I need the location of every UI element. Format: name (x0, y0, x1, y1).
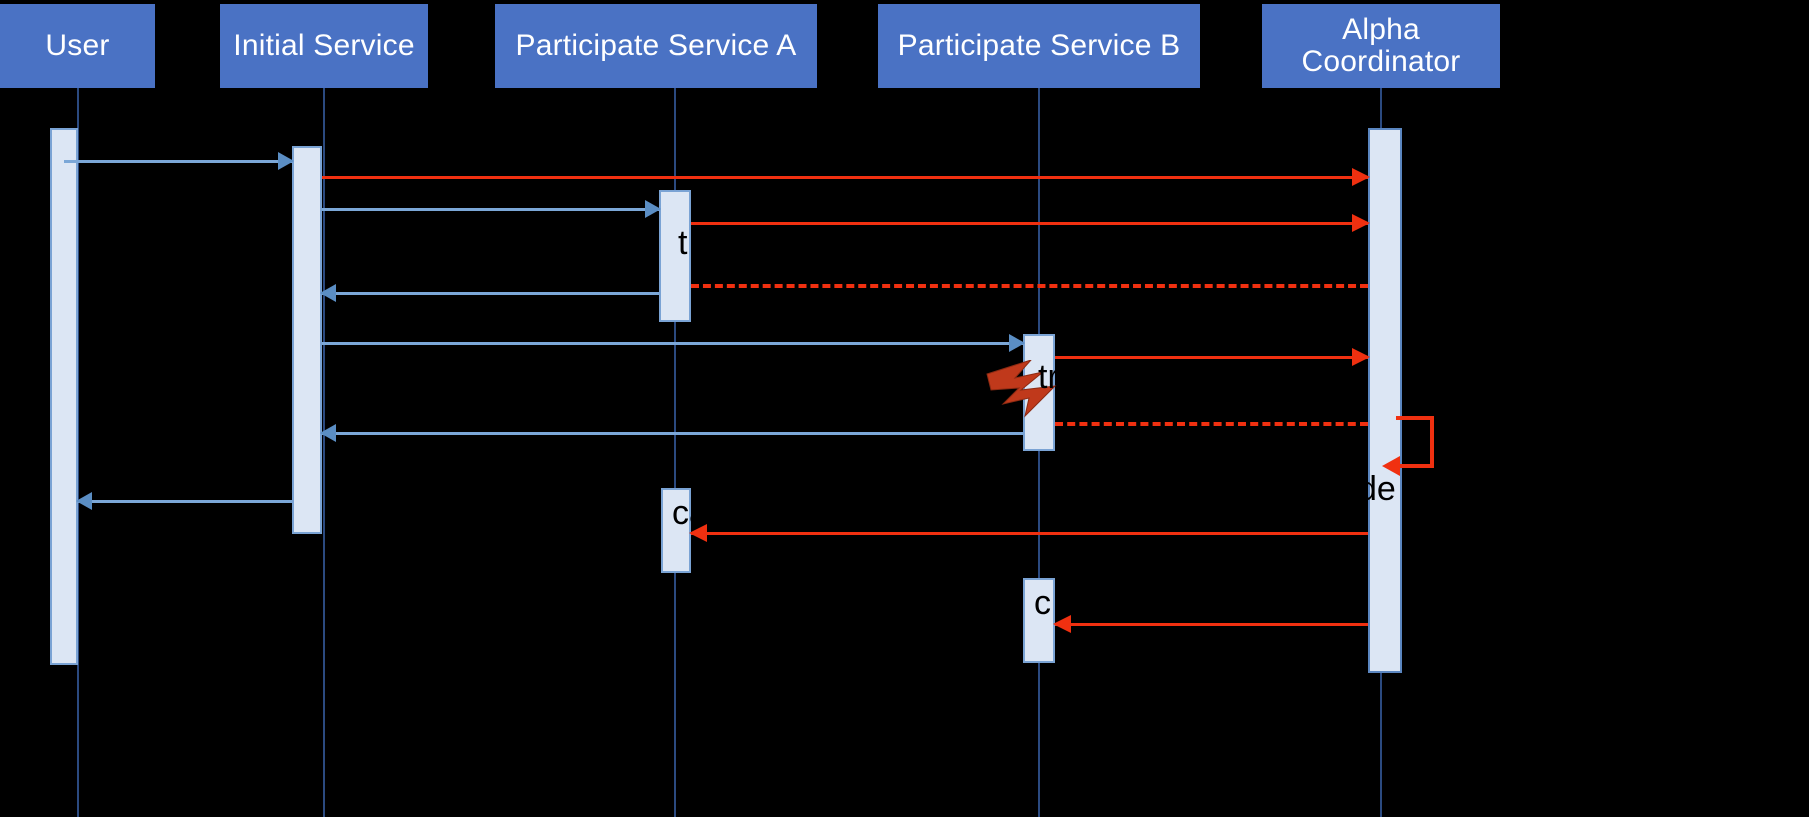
arrowhead-left-icon (76, 492, 92, 510)
message-shaft (691, 532, 1368, 535)
message-shaft (322, 292, 659, 295)
participant-header-initial[interactable]: Initial Service (220, 4, 428, 88)
participant-header-alpha[interactable]: Alpha Coordinator (1262, 4, 1500, 88)
activation-bar-act-user (50, 128, 78, 665)
message-shaft (64, 160, 292, 163)
self-message-s1[interactable] (1382, 416, 1434, 476)
arrowhead-right-icon (1009, 334, 1025, 352)
self-right-segment (1430, 416, 1434, 468)
self-top-segment (1396, 416, 1434, 420)
participant-label: Participate Service A (515, 29, 797, 63)
participant-header-svcA[interactable]: Participate Service A (495, 4, 817, 88)
activation-bar-act-alpha (1368, 128, 1402, 673)
message-shaft (1055, 623, 1368, 626)
arrowhead-left-icon (320, 284, 336, 302)
lifeline-svcA (674, 88, 676, 817)
arrowhead-left-icon (320, 424, 336, 442)
arrowhead-left-icon (1382, 456, 1400, 476)
participant-header-user[interactable]: User (0, 4, 155, 88)
arrowhead-right-icon (1352, 168, 1370, 186)
activation-bar-act-svcA-1 (659, 190, 691, 322)
arrowhead-right-icon (1352, 214, 1370, 232)
message-label-l3: de (1358, 470, 1396, 508)
message-shaft (1055, 356, 1368, 359)
message-shaft (322, 432, 1023, 435)
participant-label: Participate Service B (897, 29, 1181, 63)
message-shaft (78, 500, 292, 503)
arrowhead-right-icon (1352, 348, 1370, 366)
participant-label: Initial Service (233, 29, 415, 63)
message-shaft (691, 222, 1368, 225)
lifeline-svcB (1038, 88, 1040, 817)
self-bottom-segment (1396, 464, 1434, 468)
arrowhead-left-icon (689, 524, 707, 542)
participant-label: Alpha Coordinator (1301, 13, 1461, 78)
lifeline-initial (323, 88, 325, 817)
message-shaft (1055, 422, 1368, 426)
lifeline-user (77, 88, 79, 817)
arrowhead-left-icon (1053, 615, 1071, 633)
participant-label: User (45, 29, 110, 63)
participant-header-svcB[interactable]: Participate Service B (878, 4, 1200, 88)
arrowhead-right-icon (278, 152, 294, 170)
activation-bar-act-initial (292, 146, 322, 534)
message-label-l1: t (678, 224, 688, 262)
message-shaft (691, 284, 1368, 288)
arrowhead-right-icon (645, 200, 661, 218)
message-shaft (322, 342, 1023, 345)
message-shaft (322, 176, 1368, 179)
message-label-l4: ca (672, 494, 708, 532)
failure-bolt-icon (985, 358, 1065, 418)
message-label-l2: tr (1038, 358, 1059, 396)
message-label-l5: c (1034, 584, 1051, 622)
message-shaft (322, 208, 659, 211)
